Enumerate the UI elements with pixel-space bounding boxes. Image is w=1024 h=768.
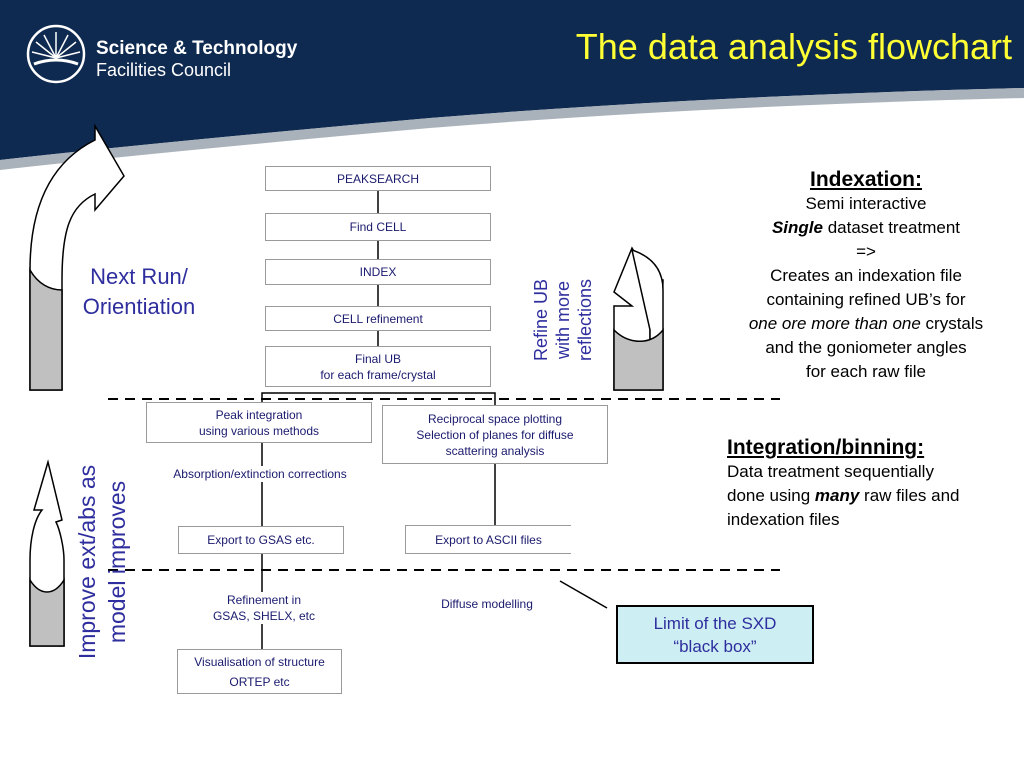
integration-line2: done using many raw files and [727,484,1017,508]
final-ub-line2: for each frame/crystal [320,367,436,382]
integration-heading: Integration/binning: [727,436,925,459]
peak-integration-line2: using various methods [198,423,320,438]
raw-files-text: raw files and [859,486,960,505]
indexation-line2: Single dataset treatment [720,216,1012,240]
one-or-more-emphasis: one ore more than one [748,314,921,333]
refine-ub-line2: with more [553,280,573,360]
find-cell-box: Find CELL [265,213,491,241]
integration-block: Integration/binning: Data treatment sequ… [727,436,1017,532]
export-gsas-box: Export to GSAS etc. [178,526,344,554]
refinement-line2: GSAS, SHELX, etc [212,609,316,623]
indexation-line3: => [856,242,876,261]
index-label: INDEX [359,265,397,279]
final-ub-box: Final UB for each frame/crystal [265,346,491,387]
indexation-line6: one ore more than one crystals [720,312,1012,336]
refinement-label: Refinement in GSAS, SHELX, etc [184,592,344,624]
visualisation-line1: Visualisation of structure [194,654,325,669]
index-box: INDEX [265,259,491,285]
single-emphasis: Single [771,218,823,237]
indexation-line7: and the goniometer angles [765,338,967,357]
reciprocal-line3: scattering analysis [445,443,545,458]
indexation-line1: Semi interactive [805,194,927,213]
crystals-text: crystals [920,314,984,333]
diffuse-modelling-label: Diffuse modelling [441,597,533,611]
peak-integration-line1: Peak integration [215,407,303,422]
next-run-line1: Next Run/ [90,264,188,289]
reciprocal-line2: Selection of planes for diffuse [416,427,574,442]
export-gsas-label: Export to GSAS etc. [207,533,315,547]
cell-refinement-label: CELL refinement [333,311,423,326]
indexation-block: Indexation: Semi interactive Single data… [720,168,1012,384]
refine-ub-arrow-icon [613,246,664,391]
org-name-line2: Facilities Council [96,60,232,80]
improve-line2: model improves [104,480,130,644]
integration-line3: indexation files [727,510,840,529]
limit-line2: “black box” [673,636,757,656]
peak-integration-box: Peak integration using various methods [146,402,372,443]
visualisation-line2: ORTEP etc [229,674,290,689]
refine-ub-line1: Refine UB [531,278,551,362]
export-ascii-label: Export to ASCII files [435,532,542,547]
many-emphasis: many [814,486,860,505]
final-ub-line1: Final UB [354,351,401,366]
improve-label: Improve ext/abs as model improves [72,451,132,673]
reciprocal-line1: Reciprocal space plotting [427,411,563,426]
page-title: The data analysis flowchart [575,26,1012,67]
limit-box: Limit of the SXD “black box” [616,605,814,664]
absorption-label: Absorption/extinction corrections [150,466,370,482]
refine-ub-label: Refine UB with more reflections [530,270,596,370]
refinement-line1: Refinement in [226,593,302,607]
limit-line1: Limit of the SXD [653,613,777,633]
find-cell-label: Find CELL [349,220,407,234]
refine-ub-line3: reflections [575,278,595,362]
improve-arrow-icon [29,459,65,647]
indexation-line8: for each raw file [806,362,926,381]
indexation-line5: containing refined UB’s for [766,290,966,309]
indexation-line4: Creates an indexation file [770,266,962,285]
integration-line1: Data treatment sequentially [727,462,934,481]
improve-line1: Improve ext/abs as [74,464,100,660]
export-ascii-box: Export to ASCII files [405,525,571,554]
next-run-line2: Orientiation [82,294,196,319]
org-name-line1: Science & Technology [96,38,298,59]
stfc-logo-icon [26,24,86,84]
next-run-label: Next Run/ Orientiation [66,262,212,322]
visualisation-box: Visualisation of structure ORTEP etc [177,649,342,694]
peaksearch-box: PEAKSEARCH [265,166,491,191]
next-run-arrow-icon [29,123,125,391]
indexation-heading: Indexation: [809,168,922,191]
header-band [0,0,1024,170]
peaksearch-label: PEAKSEARCH [336,171,420,186]
reciprocal-space-box: Reciprocal space plotting Selection of p… [382,405,608,464]
done-using-text: done using [727,486,815,505]
dataset-treatment: dataset treatment [822,218,961,237]
cell-refinement-box: CELL refinement [265,306,491,331]
